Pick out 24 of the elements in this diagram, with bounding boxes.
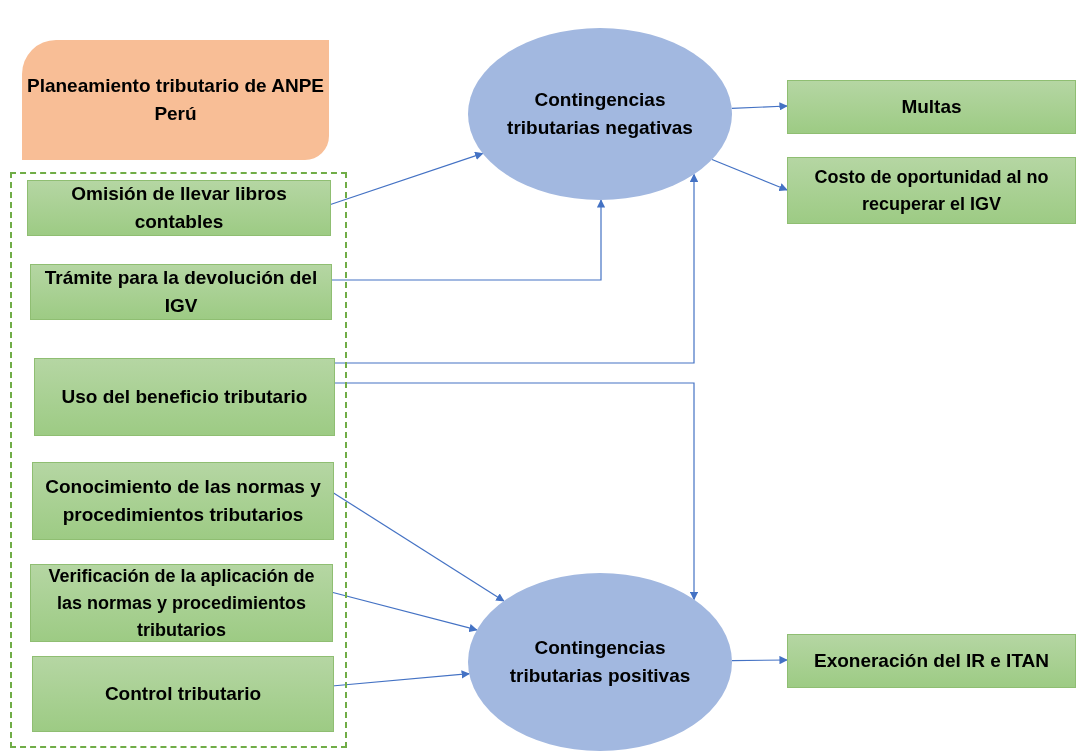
dashed-group-frame bbox=[10, 172, 347, 748]
arrow bbox=[731, 655, 788, 665]
node-text: Conocimiento de las normas y procedimientos tributarios bbox=[44, 474, 322, 527]
process-box bbox=[787, 80, 1076, 134]
arrow bbox=[711, 158, 788, 192]
node-text: Omisión de llevar libros contables bbox=[70, 181, 288, 234]
process-box bbox=[32, 462, 334, 540]
process-box bbox=[787, 157, 1076, 224]
process-box bbox=[32, 656, 334, 732]
node-text: Costo de oportunidad al no recuperar el IGV bbox=[813, 165, 1050, 216]
node-text: Multas bbox=[900, 94, 963, 119]
node-text: Uso del beneficio tributario bbox=[60, 384, 309, 409]
title-tab bbox=[22, 40, 329, 160]
arrow bbox=[731, 102, 788, 111]
process-box bbox=[787, 634, 1076, 688]
node-text: Trámite para la devolución del IGV bbox=[43, 265, 319, 318]
process-box bbox=[34, 358, 335, 436]
node-text: Control tributario bbox=[103, 681, 263, 706]
process-box bbox=[27, 180, 331, 236]
node-text: Exoneración del IR e ITAN bbox=[812, 648, 1051, 673]
node-text: Planeamiento tributario de ANPE Perú bbox=[26, 73, 325, 126]
node-text: Contingencias tributarias negativas bbox=[506, 87, 694, 140]
node-text: Contingencias tributarias positivas bbox=[508, 635, 692, 688]
node-text: Verificación de la aplicación de las normas y procedimientos tributarios bbox=[47, 564, 316, 642]
